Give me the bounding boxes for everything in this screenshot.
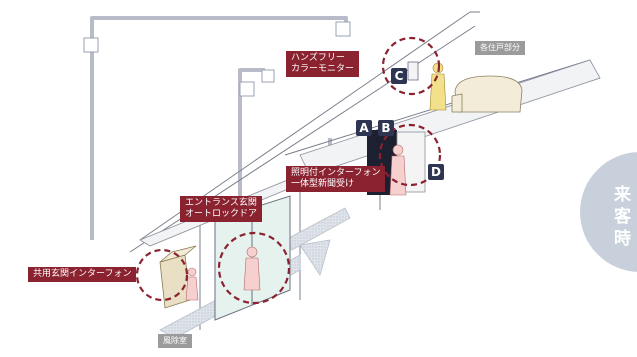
badge-d: D bbox=[428, 164, 444, 180]
each-room-tag: 各住戸部分 bbox=[475, 41, 525, 55]
person-entrance bbox=[243, 246, 261, 291]
side-text-1: 来 bbox=[614, 185, 631, 205]
badge-c: C bbox=[391, 68, 407, 84]
windbreak-tag: 風除室 bbox=[158, 334, 192, 348]
side-text-3: 時 bbox=[614, 229, 631, 249]
entrance-autolock-label: エントランス玄関 オートロックドア bbox=[180, 196, 263, 222]
badge-a: A bbox=[356, 120, 372, 136]
person-visitor-windbreak bbox=[185, 267, 199, 301]
shared-intercom-kiosk bbox=[159, 245, 197, 309]
hands-free-monitor-label: ハンズフリー カラーモニター bbox=[286, 51, 360, 77]
shared-intercom-label: 共用玄関インターフォン bbox=[28, 267, 137, 282]
side-text-2: 客 bbox=[614, 207, 631, 227]
person-unit-door bbox=[389, 144, 407, 196]
highlight-circles bbox=[135, 36, 442, 305]
side-circle bbox=[580, 152, 637, 272]
junction-boxes bbox=[83, 21, 351, 97]
sofa bbox=[451, 75, 523, 113]
lit-intercom-label: 照明付インターフォン 一体型新聞受け bbox=[286, 166, 386, 192]
badge-b: B bbox=[378, 120, 394, 136]
monitor-device bbox=[407, 61, 419, 81]
